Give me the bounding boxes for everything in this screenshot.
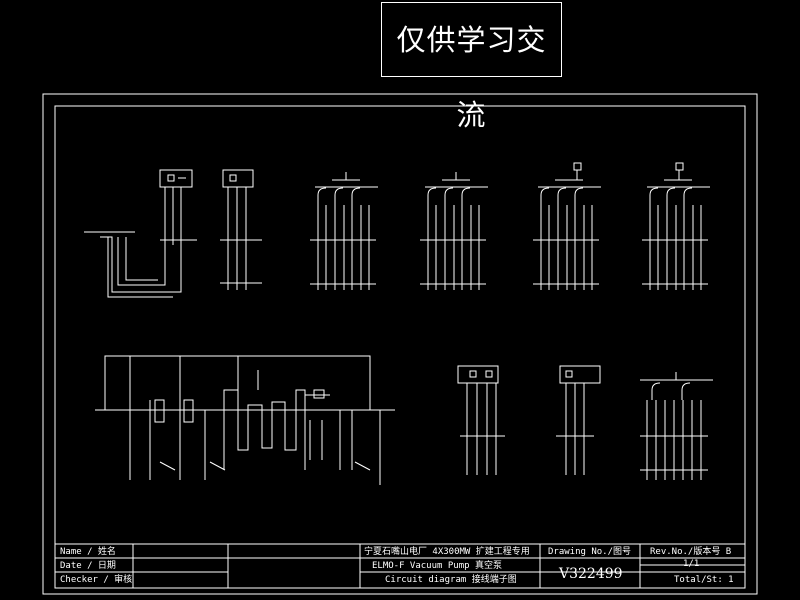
contactor-block-3 [533, 162, 601, 290]
diagram-type: Circuit diagram 接线端子图 [385, 573, 517, 585]
contactor-block-1 [310, 172, 378, 290]
terminal-box-4 [556, 365, 601, 475]
watermark-banner: 仅供学习交流 [381, 2, 562, 132]
title-block-lines [55, 543, 745, 588]
inner-border [54, 105, 746, 589]
project-name: 宁夏石嘴山电厂 4X300MW 扩建工程专用 [364, 545, 530, 557]
terminal-box-2 [220, 169, 262, 290]
contactor-block-2 [420, 172, 488, 290]
drawing-number: V322499 [558, 566, 623, 582]
name-label: Name / 姓名 [60, 545, 116, 557]
terminal-box-3 [457, 365, 505, 475]
control-circuit [95, 355, 395, 485]
sheet-number: 1/1 [683, 559, 699, 569]
date-label: Date / 日期 [60, 560, 116, 571]
product-name: ELMO-F Vacuum Pump 真空泵 [372, 559, 502, 571]
total-sheets: Total/St: 1 [674, 575, 734, 585]
contactor-block-5 [640, 372, 713, 480]
checker-label: Checker / 审核 [60, 573, 132, 585]
terminal-box-1 [84, 169, 197, 298]
outer-border [42, 93, 758, 595]
drawing-no-label: Drawing No./图号 [548, 546, 631, 557]
revision-label: Rev.No./版本号 B [650, 545, 731, 557]
contactor-block-4 [642, 162, 710, 290]
